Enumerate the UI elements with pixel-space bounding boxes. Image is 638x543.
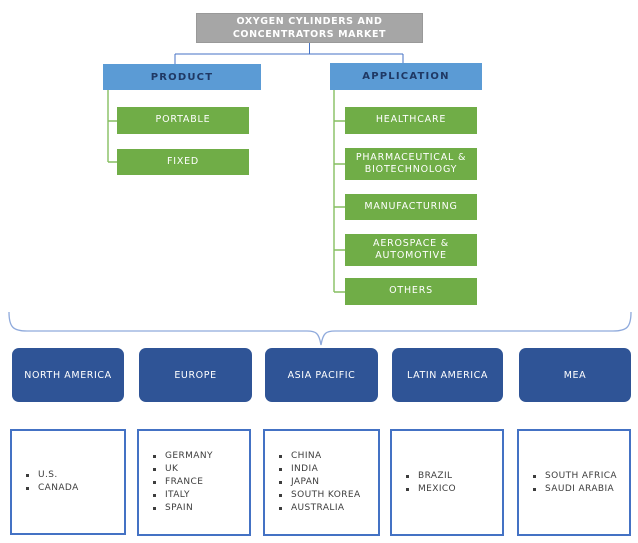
- segment-healthcare: HEALTHCARE: [345, 107, 477, 134]
- root-branch-connector: [174, 43, 404, 64]
- region-latin-america: LATIN AMERICA: [392, 348, 503, 402]
- countries-asia-pacific: CHINA INDIA JAPAN SOUTH KOREA AUSTRALIA: [263, 429, 380, 536]
- region-asia-pacific-label: ASIA PACIFIC: [287, 369, 356, 381]
- region-asia-pacific: ASIA PACIFIC: [265, 348, 378, 402]
- region-latin-america-label: LATIN AMERICA: [406, 369, 489, 381]
- country-list: SOUTH AFRICA SAUDI ARABIA: [519, 470, 617, 496]
- country-item: CANADA: [26, 482, 79, 495]
- country-item: ITALY: [153, 489, 213, 502]
- application-branch-connector: [333, 90, 345, 293]
- country-item: SPAIN: [153, 502, 213, 515]
- product-branch-connector: [107, 90, 117, 163]
- segment-pharmaceutical-biotechnology: PHARMACEUTICAL & BIOTECHNOLOGY: [345, 148, 477, 180]
- country-item: U.S.: [26, 469, 79, 482]
- country-item: CHINA: [279, 450, 361, 463]
- countries-mea: SOUTH AFRICA SAUDI ARABIA: [517, 429, 631, 536]
- country-list: CHINA INDIA JAPAN SOUTH KOREA AUSTRALIA: [265, 450, 361, 515]
- region-europe-label: EUROPE: [174, 369, 217, 381]
- branch-application: APPLICATION: [330, 63, 482, 90]
- brace: [8, 311, 632, 346]
- segment-fixed: FIXED: [117, 149, 249, 175]
- countries-latin-america: BRAZIL MEXICO: [390, 429, 504, 536]
- segment-healthcare-label: HEALTHCARE: [375, 114, 447, 126]
- region-mea: MEA: [519, 348, 631, 402]
- branch-application-label: APPLICATION: [362, 71, 450, 82]
- country-item: SOUTH KOREA: [279, 489, 361, 502]
- country-item: SAUDI ARABIA: [533, 483, 617, 496]
- branch-product: PRODUCT: [103, 64, 261, 90]
- segment-manufacturing: MANUFACTURING: [345, 194, 477, 220]
- segment-manufacturing-label: MANUFACTURING: [364, 200, 458, 212]
- countries-north-america: U.S. CANADA: [10, 429, 126, 535]
- country-item: GERMANY: [153, 450, 213, 463]
- region-north-america-label: NORTH AMERICA: [24, 369, 112, 381]
- country-item: UK: [153, 463, 213, 476]
- country-item: AUSTRALIA: [279, 502, 361, 515]
- country-list: GERMANY UK FRANCE ITALY SPAIN: [139, 450, 213, 515]
- segment-portable: PORTABLE: [117, 107, 249, 134]
- region-europe: EUROPE: [139, 348, 252, 402]
- segment-pharmaceutical-biotechnology-label: PHARMACEUTICAL & BIOTECHNOLOGY: [355, 151, 467, 176]
- country-item: SOUTH AFRICA: [533, 470, 617, 483]
- segment-fixed-label: FIXED: [166, 155, 200, 167]
- segment-portable-label: PORTABLE: [155, 114, 211, 126]
- segment-others-label: OTHERS: [389, 285, 433, 297]
- segment-aerospace-automotive: AEROSPACE & AUTOMOTIVE: [345, 234, 477, 266]
- root-node-label: OXYGEN CYLINDERS AND CONCENTRATORS MARKE…: [232, 16, 387, 40]
- root-node: OXYGEN CYLINDERS AND CONCENTRATORS MARKE…: [196, 13, 423, 43]
- country-item: MEXICO: [406, 483, 456, 496]
- country-list: BRAZIL MEXICO: [392, 470, 456, 496]
- country-item: JAPAN: [279, 476, 361, 489]
- segment-others: OTHERS: [345, 278, 477, 305]
- country-item: BRAZIL: [406, 470, 456, 483]
- country-item: FRANCE: [153, 476, 213, 489]
- segment-aerospace-automotive-label: AEROSPACE & AUTOMOTIVE: [373, 237, 449, 262]
- region-north-america: NORTH AMERICA: [12, 348, 124, 402]
- country-list: U.S. CANADA: [12, 469, 79, 495]
- countries-europe: GERMANY UK FRANCE ITALY SPAIN: [137, 429, 251, 536]
- branch-product-label: PRODUCT: [150, 71, 214, 83]
- region-mea-label: MEA: [563, 369, 587, 381]
- country-item: INDIA: [279, 463, 361, 476]
